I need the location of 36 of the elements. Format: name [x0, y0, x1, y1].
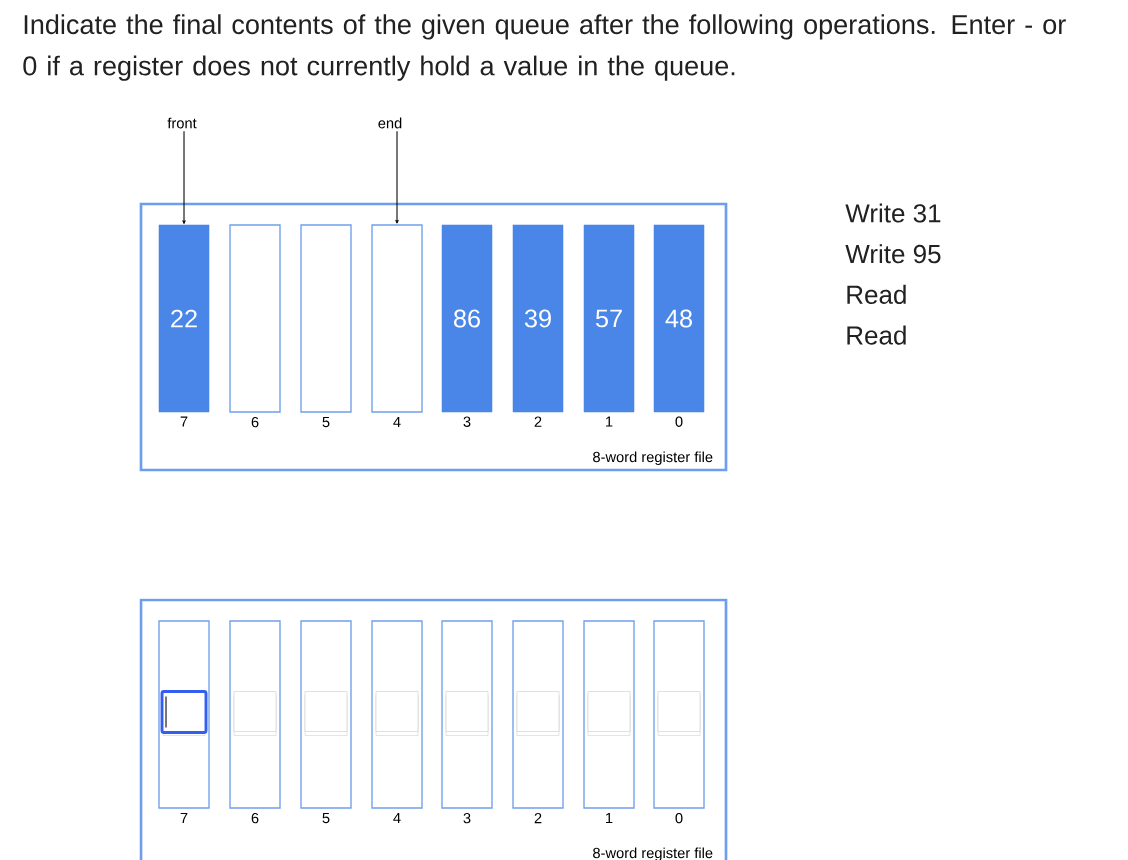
operation-text: Write 95	[845, 244, 941, 264]
arrow	[182, 130, 186, 225]
register	[229, 224, 281, 413]
arrow	[395, 130, 399, 224]
register	[371, 224, 423, 413]
register-index: 2	[534, 416, 542, 427]
register-index: 7	[180, 416, 188, 427]
question-text: Indicate the final contents of the given queue after the following operations. Enter - or 0 if a register does not currently hold a value in the queue.	[23, 14, 1066, 81]
register-file-frame	[139, 598, 728, 860]
register-index: 2	[534, 812, 542, 824]
register-index: 7	[180, 812, 188, 823]
frame-heading: 8-word register file	[593, 451, 713, 466]
register	[300, 224, 352, 413]
register-file-frame	[139, 202, 728, 472]
register-index: 4	[393, 812, 401, 823]
operation-text: Read	[847, 284, 906, 304]
register-index: 1	[606, 416, 613, 427]
register-index: 3	[463, 812, 471, 824]
register: 86	[441, 224, 493, 413]
register: 57	[583, 224, 635, 413]
register-index: 5	[322, 812, 330, 824]
register-index: 3	[463, 416, 471, 427]
register-index: 4	[393, 416, 401, 427]
register-index: 1	[606, 812, 613, 823]
pointer-label: front	[167, 117, 197, 129]
pointer-label: end	[378, 117, 402, 129]
register-index: 6	[251, 812, 259, 824]
register-index: 0	[675, 416, 683, 427]
register: 39	[512, 224, 564, 413]
operation-text: Read	[847, 325, 906, 345]
register: 22	[158, 224, 210, 413]
register-index: 6	[251, 416, 259, 428]
operation-text: Write 31	[845, 203, 941, 223]
register-index: 5	[322, 416, 330, 428]
register-index: 0	[675, 812, 683, 824]
register: 48	[653, 224, 705, 413]
